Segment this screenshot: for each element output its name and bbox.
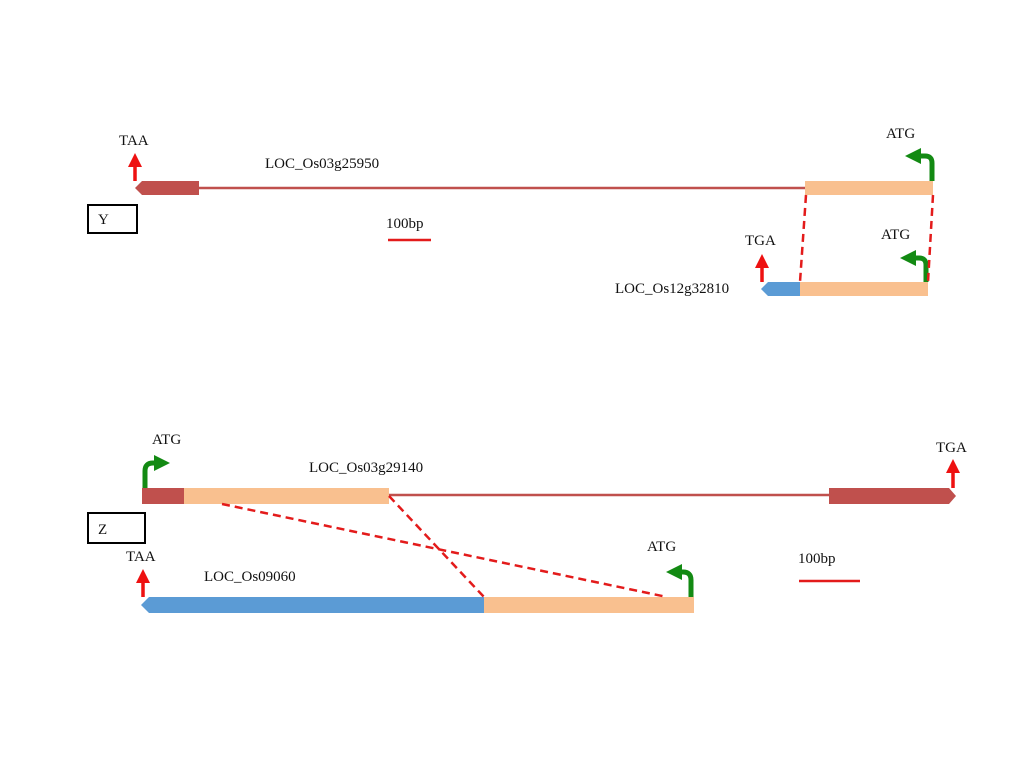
- exon-blue: [761, 282, 800, 296]
- start-codon-arrow: [900, 250, 929, 282]
- scale-bar-label: 100bp: [798, 551, 836, 567]
- stop-codon-label: TGA: [936, 440, 967, 456]
- homology-connector: [221, 502, 668, 599]
- start-codon-arrow: [666, 564, 694, 597]
- panel-y-label-box: [87, 204, 138, 234]
- gene-name: LOC_Os03g25950: [265, 156, 379, 172]
- gene-name: LOC_Os09060: [204, 569, 296, 585]
- gene-name: LOC_Os03g29140: [309, 460, 423, 476]
- start-codon-label: ATG: [886, 126, 915, 142]
- homology-connector: [798, 194, 808, 283]
- panel-z-label: Z: [98, 522, 107, 538]
- stop-codon-label: TAA: [126, 549, 156, 565]
- exon-peach: [800, 282, 928, 296]
- panel-z: Z ATG TGA LOC_Os03g29140 100bp TAA ATG L…: [87, 432, 967, 613]
- start-codon-arrow: [905, 148, 935, 181]
- exon-red: [142, 488, 184, 504]
- start-codon-arrow: [142, 454, 170, 488]
- exon-peach: [484, 597, 694, 613]
- stop-codon-label: TGA: [745, 233, 776, 249]
- homology-connector: [388, 495, 485, 598]
- exon-red: [135, 181, 199, 195]
- panel-z-label-box: [87, 512, 146, 544]
- exon-blue: [141, 597, 484, 613]
- homology-connector: [926, 194, 935, 283]
- panel-y: Y TAA ATG LOC_Os03g25950 100bp TGA ATG L…: [87, 126, 935, 297]
- exon-peach: [805, 181, 933, 195]
- gene-name: LOC_Os12g32810: [615, 281, 729, 297]
- scale-bar-label: 100bp: [386, 216, 424, 232]
- exon-red: [829, 488, 956, 504]
- panel-y-label: Y: [98, 212, 109, 228]
- start-codon-label: ATG: [647, 539, 676, 555]
- exon-peach: [184, 488, 389, 504]
- start-codon-label: ATG: [152, 432, 181, 448]
- stop-codon-label: TAA: [119, 133, 149, 149]
- start-codon-label: ATG: [881, 227, 910, 243]
